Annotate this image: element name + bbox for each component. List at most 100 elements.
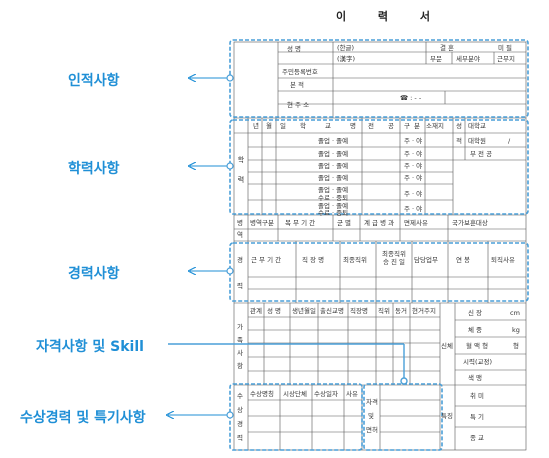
body-row: 신 장: [468, 309, 483, 317]
body-unit: cm: [510, 309, 520, 317]
edu-row-status: 수료 · 중퇴: [318, 194, 349, 202]
military-col: 군 별: [337, 219, 352, 227]
career-col: 최종직위: [343, 256, 367, 264]
callout-skills: 자격사항 및 Skill: [36, 339, 144, 355]
awards-col: 시상단체: [283, 390, 307, 398]
career-col: 직 장 명: [302, 256, 325, 264]
edu-right-header: 성: [456, 122, 462, 130]
edu-row-status: 졸업 · 졸예: [318, 174, 349, 182]
career-side-2: 력: [237, 282, 243, 290]
body-row: 시력(교정): [463, 358, 492, 366]
edu-row-status: 졸업 · 졸예: [318, 186, 349, 194]
edu-side-2: 력: [237, 176, 245, 184]
hangul-label: (한글): [337, 44, 355, 52]
body-row: 색 맹: [468, 374, 483, 382]
document-title: 이 력 서: [335, 10, 445, 23]
family-side: 가: [237, 323, 243, 331]
career-col: 근 무 기 간: [251, 256, 282, 264]
hobby-label: 특징: [441, 412, 453, 420]
callout-personal: 인적사항: [68, 73, 120, 89]
address-label: 현 주 소: [287, 101, 310, 109]
military-col: 복 무 기 간: [285, 219, 316, 227]
military-col: 계 급 병 과: [364, 219, 395, 227]
edu-row-kind: 주 · 야: [404, 205, 423, 213]
edu-header-year: 년: [253, 122, 259, 130]
name-label: 성 명: [287, 45, 302, 53]
military-side-2: 역: [237, 231, 243, 239]
body-row: 체 중: [468, 326, 483, 334]
family-col: 관계: [250, 307, 262, 315]
awards-col: 수상명칭: [250, 390, 274, 398]
awards-col: 수상일자: [314, 390, 338, 398]
family-col: 동거: [395, 307, 407, 315]
edu-header-day: 일: [280, 122, 286, 130]
highlight-license: [363, 383, 443, 451]
hobby-row: 특 기: [470, 413, 485, 421]
career-col: 퇴직사유: [491, 256, 515, 264]
body-unit: 형: [513, 342, 519, 350]
edu-header-school-1: 학: [300, 122, 306, 130]
origin-label: 본 적: [290, 81, 305, 89]
edu-row-status: 졸업 · 졸예: [318, 202, 349, 210]
edu-university: 대학교: [468, 122, 486, 130]
awards-side: 경: [237, 420, 243, 428]
edu-slash: /: [508, 137, 511, 145]
family-col: 현거주지: [412, 307, 436, 315]
family-col: 직위: [378, 307, 390, 315]
edu-right-label: 적: [456, 137, 462, 145]
edu-row-kind: 주 · 야: [404, 162, 423, 170]
edu-row-status: 수료 · 중퇴: [318, 209, 349, 217]
career-side-1: 경: [237, 256, 243, 264]
military-side-1: 병: [237, 219, 243, 227]
edu-row-kind: 주 · 야: [404, 150, 423, 158]
edu-header-kind-1: 구: [404, 122, 410, 130]
edu-header-school-2: 교: [325, 122, 331, 130]
family-side: 항: [237, 362, 243, 370]
edu-grad: 대학원: [468, 137, 486, 145]
career-col: 최종직위 승 진 일: [382, 250, 406, 266]
edu-header-major-1: 전: [368, 122, 374, 130]
callout-education: 학력사항: [68, 161, 120, 177]
family-side: 족: [237, 336, 243, 344]
marital-status: 부문: [430, 55, 442, 63]
callout-career: 경력사항: [68, 266, 120, 282]
family-side: 사: [237, 349, 243, 357]
career-col: 담당업무: [414, 256, 438, 264]
phone-label: ☎ : - -: [400, 94, 422, 102]
family-col: 직장명: [350, 307, 368, 315]
family-col: 출신교명: [320, 307, 344, 315]
edu-row-kind: 주 · 야: [404, 174, 423, 182]
edu-major: 부 전 공: [470, 150, 493, 158]
hobby-row: 취 미: [470, 392, 485, 400]
body-unit: kg: [512, 326, 520, 334]
career-col: 연 봉: [456, 256, 471, 264]
awards-side: 상: [237, 406, 243, 414]
marital-value: 미 필: [498, 44, 513, 52]
awards-side: 력: [237, 434, 243, 442]
edu-row-status: 졸업 · 졸예: [318, 162, 349, 170]
edu-header-location: 소재지: [426, 122, 444, 130]
edu-row-kind: 주 · 야: [404, 190, 423, 198]
awards-col: 사유: [346, 390, 358, 398]
military-col: 국가보훈대상: [452, 219, 488, 227]
marital-label: 결 혼: [440, 44, 455, 52]
license-label-3: 면허: [366, 426, 378, 434]
military-col: 면제사유: [404, 219, 428, 227]
family-col: 생년월일: [292, 307, 316, 315]
edu-row-kind: 주 · 야: [404, 137, 423, 145]
body-label: 신체: [441, 342, 453, 350]
highlight-personal: [229, 39, 529, 118]
military-col: 병역구분: [250, 219, 274, 227]
edu-side-1: 학: [237, 156, 245, 164]
edu-row-status: 졸업 · 졸예: [318, 137, 349, 145]
marital-opt2: 근무지: [497, 55, 515, 63]
edu-header-major-2: 공: [388, 122, 394, 130]
license-label-2: 및: [368, 412, 374, 420]
body-row: 혈 액 형: [466, 342, 489, 350]
license-label-1: 자격: [366, 398, 378, 406]
edu-row-status: 졸업 · 졸예: [318, 150, 349, 158]
edu-header-school-3: 명: [350, 122, 356, 130]
marital-opt1: 세부분야: [456, 55, 480, 63]
resident-no-label: 주민등록번호: [282, 68, 318, 76]
